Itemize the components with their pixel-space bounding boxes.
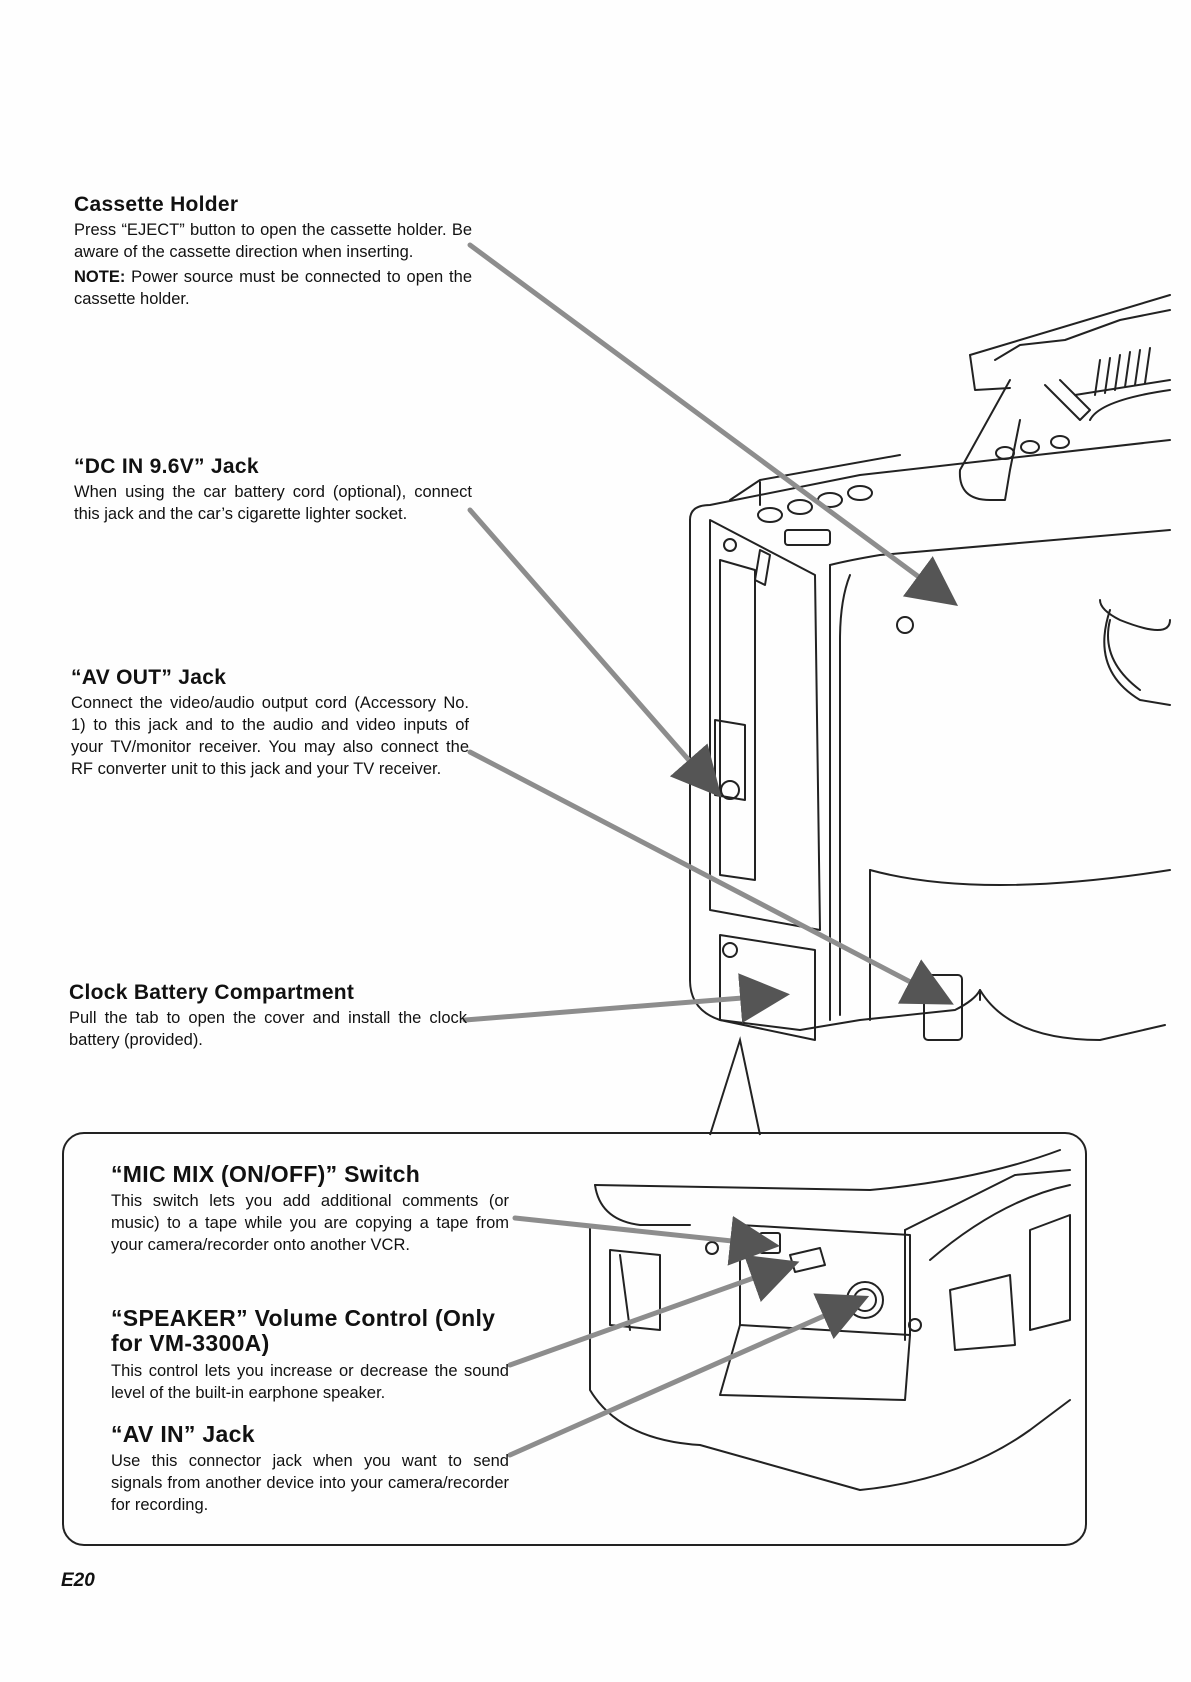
dc-in-section: “DC IN 9.6V” Jack When using the car bat… [74,455,472,525]
speaker-body: This control lets you increase or decrea… [111,1361,509,1402]
cassette-holder-section: Cassette Holder Press “EJECT” button to … [74,193,472,310]
clock-battery-body: Pull the tab to open the cover and insta… [69,1009,467,1050]
speaker-section: “SPEAKER” Volume Control (Only for VM-33… [111,1305,509,1404]
note-label: NOTE: [74,268,126,287]
dc-in-body: When using the car battery cord (optiona… [74,483,472,524]
dc-in-title: “DC IN 9.6V” Jack [74,455,259,478]
av-out-body: Connect the video/audio output cord (Acc… [71,694,469,779]
cassette-holder-title: Cassette Holder [74,193,239,216]
cassette-holder-body: Press “EJECT” button to open the cassett… [74,221,472,262]
clock-battery-title: Clock Battery Compartment [69,981,355,1004]
clock-battery-section: Clock Battery Compartment Pull the tab t… [69,981,467,1051]
note-text: Power source must be connected to open t… [74,268,472,309]
speaker-title: “SPEAKER” Volume Control (Only for VM-33… [111,1305,496,1357]
page-number: E20 [61,1570,95,1591]
av-in-section: “AV IN” Jack Use this connector jack whe… [111,1421,509,1516]
mic-mix-section: “MIC MIX (ON/OFF)” Switch This switch le… [111,1161,509,1256]
av-out-title: “AV OUT” Jack [71,666,227,689]
mic-mix-title: “MIC MIX (ON/OFF)” Switch [111,1161,421,1187]
mic-mix-body: This switch lets you add additional comm… [111,1192,509,1255]
av-in-body: Use this connector jack when you want to… [111,1452,509,1515]
av-in-title: “AV IN” Jack [111,1421,255,1447]
inset-frame [62,1132,1087,1546]
cassette-holder-note: NOTE: Power source must be connected to … [74,266,472,310]
av-out-section: “AV OUT” Jack Connect the video/audio ou… [71,666,469,780]
